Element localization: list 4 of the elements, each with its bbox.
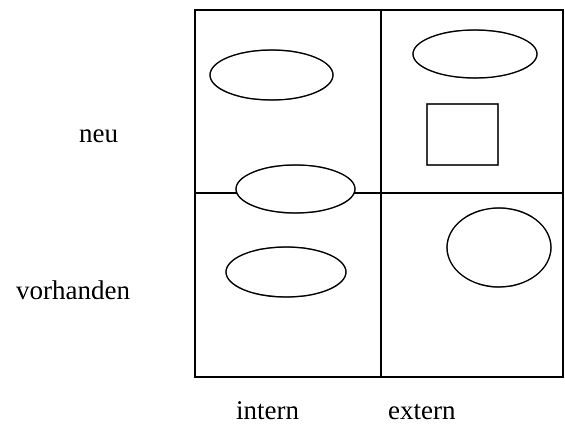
row-label: vorhanden — [16, 275, 130, 305]
row-label: neu — [79, 118, 118, 148]
column-label: extern — [388, 395, 456, 425]
column-label: intern — [236, 395, 299, 425]
